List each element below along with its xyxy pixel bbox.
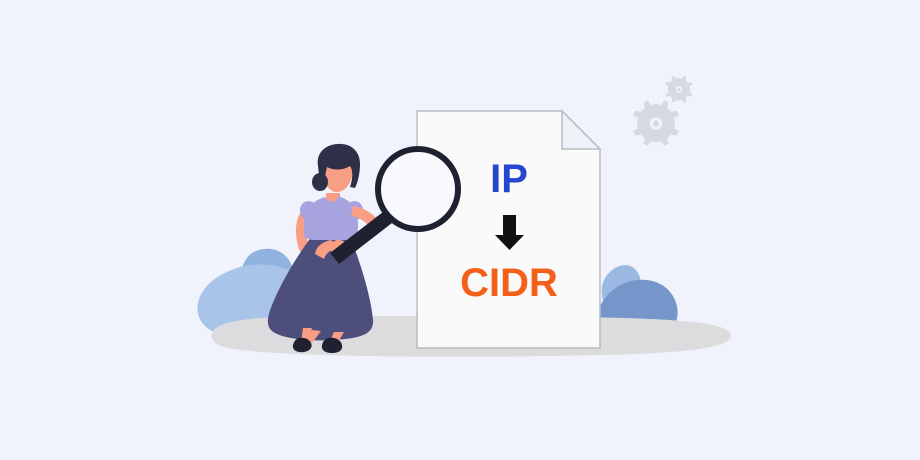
character-shoe-right [321, 337, 343, 353]
character-shoe-left [292, 337, 312, 353]
character-woman [267, 143, 384, 353]
document-label-cidr: CIDR [460, 261, 558, 305]
gear-icon-large [632, 100, 680, 147]
document-fold-corner [561, 109, 602, 150]
magnifier-ring [375, 146, 461, 232]
arrow-down-icon [495, 215, 524, 250]
character-skirt [267, 236, 374, 341]
magnifier-lens [379, 150, 457, 228]
document-label-ip: IP [490, 157, 528, 201]
magnifier-handle [330, 212, 392, 264]
character-top [304, 196, 358, 240]
character-sleeve-left [299, 201, 319, 221]
character-hair-back [317, 143, 360, 190]
gear-icon-small [665, 75, 693, 103]
magnifying-glass [330, 146, 461, 264]
character-hair-bun [312, 173, 328, 191]
